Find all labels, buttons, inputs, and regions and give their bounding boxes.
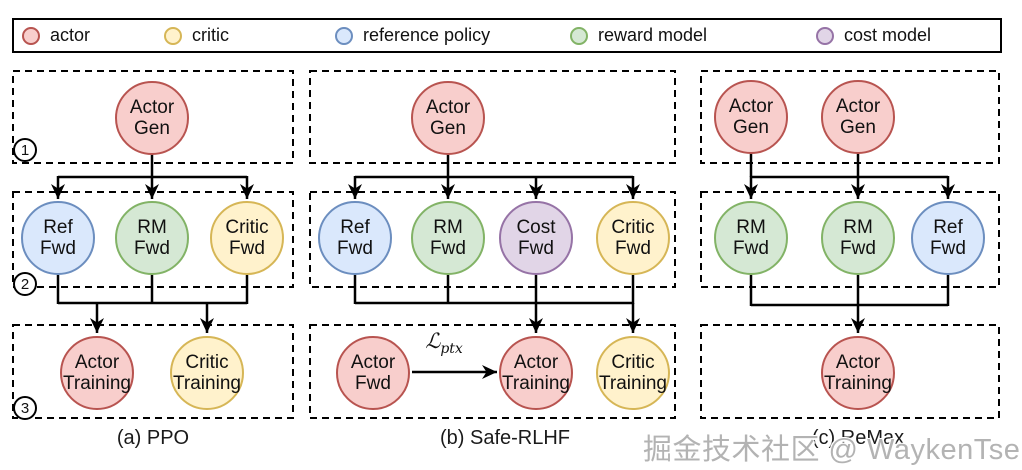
legend-label: reward model [598,25,708,45]
node-label: Gen [134,118,170,139]
node-label: Training [63,373,131,394]
node-label: Gen [430,118,466,139]
node-label: Actor [350,352,396,373]
reward-model-color-dot [570,26,588,45]
legend-item-reference-policy: reference policy [335,20,490,51]
stage-number: 1 [20,141,30,159]
panel-b-caption: (b) Safe-RLHF [439,427,571,449]
node-label: Fwd [134,238,170,259]
node-label: Ref [340,217,370,238]
node-label: Critic [225,217,269,238]
watermark: 掘金技术社区 @ WaykenTse [643,434,1021,466]
node-label: Training [824,373,892,394]
script-L: ℒ [425,329,441,353]
legend-label: cost model [844,25,932,45]
node-label: Fwd [355,373,391,394]
node-label: Cost [516,217,556,238]
node-label: Fwd [930,238,966,259]
node-label: Actor [425,97,471,118]
actor-color-dot [22,26,40,45]
panel-c-caption: (c) ReMax [811,427,905,449]
stage-3-badge: 3 [13,396,37,420]
node-label: Actor [728,96,774,117]
legend-item-reward-model: reward model [570,20,707,51]
node-label: RM [433,217,463,238]
node-label: Training [502,373,570,394]
node-label: Ref [933,217,963,238]
node-label: Actor [74,352,120,373]
node-label: Ref [43,217,73,238]
node-label: Actor [835,352,881,373]
ptx-subscript: ptx [440,341,463,358]
critic-color-dot [164,26,182,45]
node-label: Gen [840,117,876,138]
node-label: Training [599,373,667,394]
reference-policy-color-dot [335,26,353,45]
node-label: Critic [611,217,655,238]
stage-2-badge: 2 [13,272,37,296]
cost-model-color-dot [816,26,834,45]
node-label: Fwd [229,238,265,259]
legend-item-cost-model: cost model [816,20,931,51]
node-label: Critic [185,352,229,373]
node-label: RM [843,217,873,238]
node-label: Fwd [840,238,876,259]
node-label: RM [137,217,167,238]
node-label: Actor [835,96,881,117]
panel-a-stage3-box [12,324,294,419]
node-label: RM [736,217,766,238]
node-label: Fwd [733,238,769,259]
node-label: Actor [513,352,559,373]
legend: actor critic reference policy reward mod… [12,18,1002,53]
ptx-loss-label: ℒptx [425,329,463,357]
stage-number: 2 [20,275,30,293]
legend-item-critic: critic [164,20,229,51]
node-label: Actor [129,97,175,118]
panel-b-connectors [348,154,640,379]
node-label: Fwd [518,238,554,259]
node-label: Critic [611,352,655,373]
node-label: Fwd [430,238,466,259]
stage-number: 3 [20,399,30,417]
node-label: Fwd [337,238,373,259]
panel-b-stage1-box [309,70,676,164]
legend-label: reference policy [363,25,491,45]
node-label: Fwd [615,238,651,259]
legend-item-actor: actor [22,20,90,51]
legend-label: critic [192,25,229,45]
legend-label: actor [50,25,91,45]
node-label: Training [173,373,241,394]
node-label: Fwd [40,238,76,259]
panel-a-caption: (a) PPO [116,427,190,449]
stage-1-badge: 1 [13,138,37,162]
node-label: Gen [733,117,769,138]
